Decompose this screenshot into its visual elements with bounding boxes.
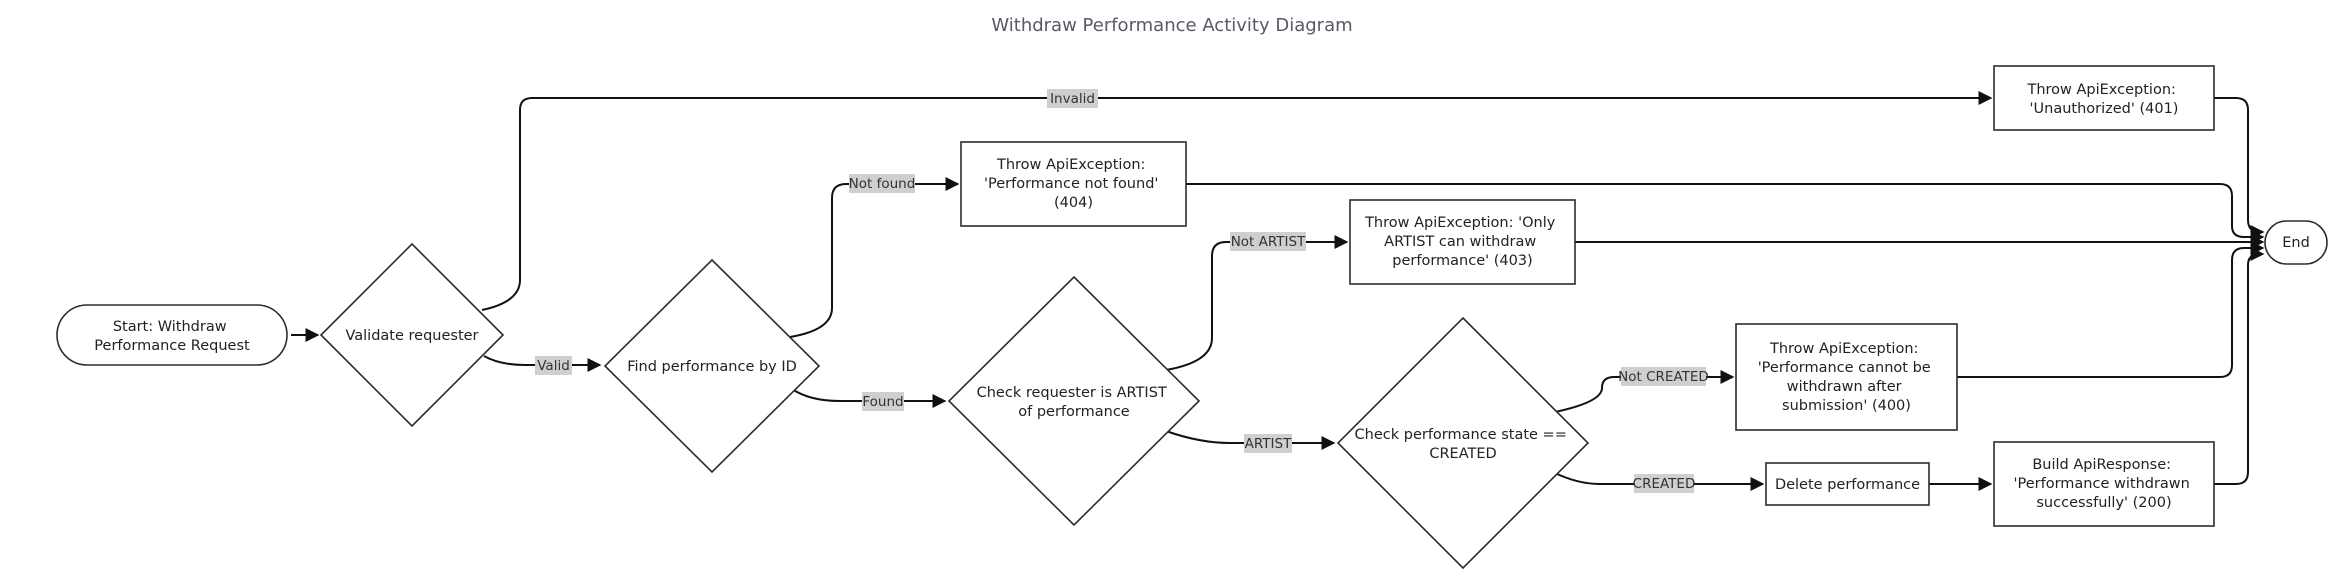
svg-text:Throw ApiException: 'Only: Throw ApiException: 'Only ARTIST can wit… [1364, 215, 1560, 269]
edge-label-valid: Valid [535, 356, 572, 375]
node-unauthorized: Throw ApiException: 'Unauthorized' (401) [1993, 65, 2215, 131]
svg-text:Check performance state ==: Check performance state == CREATED [1355, 427, 1572, 462]
edge-find-found [791, 388, 947, 408]
svg-text:Build ApiResponse: 'Perf: Build ApiResponse: 'Performance withdraw… [2014, 457, 2195, 511]
svg-text:Start: Withdraw Performa: Start: Withdraw Performance Request [94, 319, 250, 354]
node-start: Start: Withdraw Performance Request [56, 304, 288, 366]
edge-label-not-found: Not found [849, 174, 916, 193]
node-check-state: Check performance state == CREATED [1336, 316, 1590, 570]
node-validate-requester: Validate requester [319, 242, 505, 428]
svg-text:Invalid: Invalid [1050, 91, 1095, 107]
edge-cannot-withdraw-to-end [1957, 241, 2265, 378]
edge-labels: Invalid Valid Not found Found Not ARTIST… [535, 89, 1709, 493]
node-find-performance: Find performance by ID [603, 258, 821, 474]
svg-text:Find performance by ID: Find performance by ID [627, 359, 797, 375]
edge-validate-valid [483, 355, 602, 372]
svg-text:Validate requester: Validate requester [345, 328, 478, 344]
svg-text:Throw ApiException: 'Per: Throw ApiException: 'Performance not fou… [984, 157, 1163, 211]
node-check-artist: Check requester is ARTIST of performance [947, 275, 1201, 527]
node-cannot-withdraw: Throw ApiException: 'Performance cannot … [1735, 323, 1958, 431]
edge-validate-invalid [481, 91, 1993, 311]
svg-text:Valid: Valid [537, 358, 570, 374]
svg-text:ARTIST: ARTIST [1245, 436, 1292, 452]
edge-label-invalid: Invalid [1047, 89, 1098, 108]
svg-text:Found: Found [862, 394, 903, 410]
edge-state-created [1554, 472, 1765, 491]
svg-text:Throw ApiException: 'Una: Throw ApiException: 'Unauthorized' (401) [2026, 82, 2180, 117]
node-only-artist: Throw ApiException: 'Only ARTIST can wit… [1349, 199, 1576, 285]
edge-label-created: CREATED [1633, 474, 1696, 493]
edge-build-to-end [2214, 247, 2265, 485]
svg-text:Throw ApiException: 'Per: Throw ApiException: 'Performance cannot … [1758, 341, 1936, 414]
svg-text:Check requester is ARTIST: Check requester is ARTIST of performance [977, 385, 1172, 420]
svg-text:Delete performance: Delete performance [1775, 477, 1920, 493]
edge-label-not-created: Not CREATED [1618, 367, 1709, 386]
svg-text:End: End [2282, 235, 2310, 251]
edge-check-artist [1165, 430, 1336, 450]
edge-not-found-to-end [1186, 183, 2265, 244]
node-not-found: Throw ApiException: 'Performance not fou… [960, 141, 1187, 227]
svg-text:Not found: Not found [849, 176, 916, 192]
node-delete-performance: Delete performance [1765, 462, 1930, 506]
svg-text:Not ARTIST: Not ARTIST [1231, 234, 1306, 250]
edges [291, 91, 2265, 491]
node-end: End [2264, 220, 2328, 265]
edge-find-not-found [789, 177, 960, 338]
edge-label-not-artist: Not ARTIST [1230, 232, 1306, 251]
edge-unauthorized-to-end [2214, 97, 2265, 239]
edge-state-not-created [1554, 370, 1735, 413]
svg-text:CREATED: CREATED [1633, 476, 1696, 492]
edge-label-found: Found [862, 392, 904, 411]
node-build-response: Build ApiResponse: 'Performance withdraw… [1993, 441, 2215, 527]
diagram-title: Withdraw Performance Activity Diagram [991, 15, 1352, 36]
svg-text:Not CREATED: Not CREATED [1618, 369, 1709, 385]
edge-check-not-artist [1165, 235, 1349, 371]
edge-label-artist: ARTIST [1244, 434, 1292, 453]
